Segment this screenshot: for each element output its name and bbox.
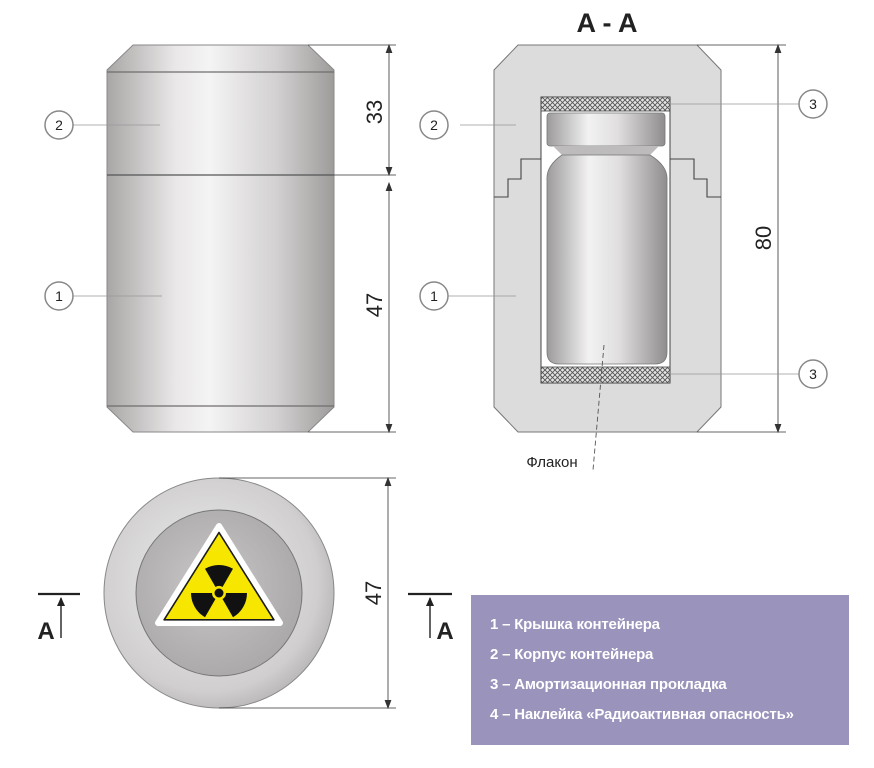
vial-label: Флакон: [526, 454, 577, 471]
legend-item: 3 – Амортизационная прокладка: [490, 676, 727, 693]
legend-item: 2 – Корпус контейнера: [490, 646, 654, 663]
callout-body-right: 1: [419, 281, 516, 311]
callout-cap-left-number: 2: [55, 117, 63, 133]
section-marker-right-letter: A: [436, 618, 453, 645]
callout-pad-bottom-number: 3: [809, 366, 817, 382]
callout-cap-right: 2: [419, 110, 516, 140]
container-top-view: [103, 477, 335, 709]
pad-bottom: [540, 366, 671, 384]
container-section-view: [493, 44, 722, 433]
vial: [546, 112, 668, 365]
dimension-body-height: 47: [362, 293, 387, 317]
callout-body-left-number: 1: [55, 288, 63, 304]
legend-item: 1 – Крышка контейнера: [490, 616, 660, 633]
section-title: A - A: [577, 8, 638, 38]
legend-item: 4 – Наклейка «Радиоактивная опасность»: [490, 706, 794, 723]
callout-pad-top-number: 3: [809, 96, 817, 112]
dimension-lines-right: [697, 43, 786, 434]
dimension-total-height: 80: [751, 226, 776, 250]
callout-body-right-number: 1: [430, 288, 438, 304]
callout-cap-right-number: 2: [430, 117, 438, 133]
legend-box: 1 – Крышка контейнера 2 – Корпус контейн…: [471, 595, 849, 745]
vial-callout: Флакон: [526, 344, 605, 471]
dimension-cap-height: 33: [362, 100, 387, 124]
pad-top: [540, 96, 671, 112]
radiation-hazard-sticker: [155, 523, 283, 626]
section-marker-left: A: [37, 592, 80, 645]
callout-cap-left: 2: [44, 110, 160, 140]
callout-body-left: 1: [44, 281, 162, 311]
callout-pad-bottom: 3: [670, 359, 828, 389]
container-side-view: [106, 44, 335, 433]
dimension-lines-left: [308, 43, 396, 434]
section-marker-left-letter: A: [37, 618, 54, 645]
dimension-diameter: 47: [361, 581, 386, 605]
dimension-lines-bottom: [219, 476, 396, 710]
section-marker-right: A: [408, 592, 454, 645]
callout-pad-top: 3: [670, 89, 828, 119]
radiation-trefoil-icon: [190, 564, 248, 618]
